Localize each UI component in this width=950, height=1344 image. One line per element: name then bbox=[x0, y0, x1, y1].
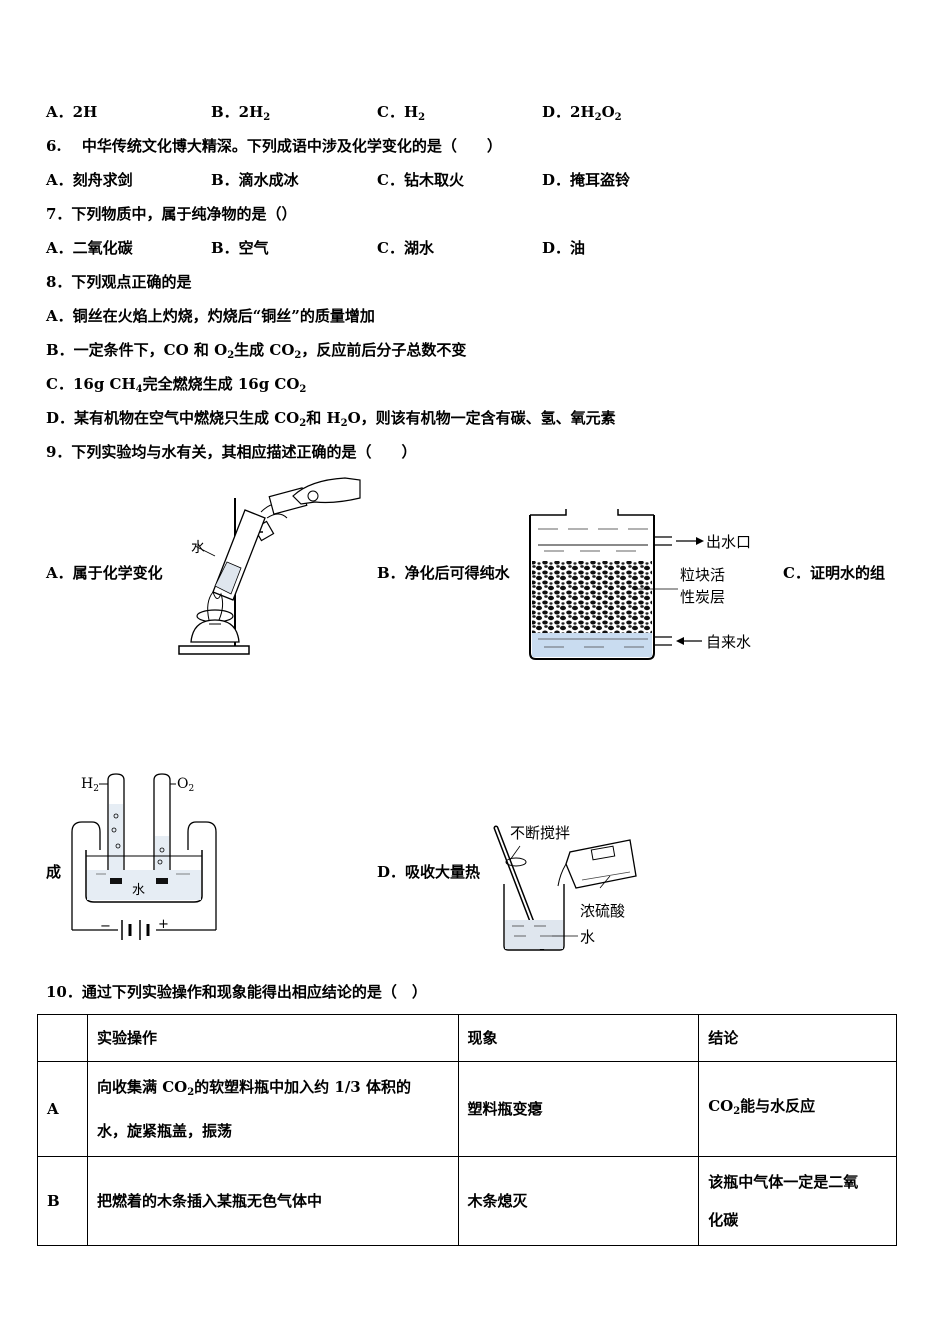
fig-b-outlet-label: 出水口 bbox=[706, 533, 751, 551]
q7-option-b: B．空气 bbox=[211, 239, 269, 257]
fig-c-o2-label: O2 bbox=[177, 776, 194, 794]
q9-option-c: C．证明水的组 bbox=[783, 564, 885, 582]
table-header-row: 实验操作 现象 结论 bbox=[37, 1014, 897, 1062]
q8-option-d: D．某有机物在空气中燃烧只生成 CO2和 H2O，则该有机物一定含有碳、氢、氧元… bbox=[46, 409, 616, 429]
fig-c-minus-label: − bbox=[100, 919, 111, 934]
header-cell-conclusion: 结论 bbox=[698, 1014, 897, 1062]
q5-option-a: A．2H bbox=[46, 103, 98, 121]
q9-option-d: D．吸收大量热 bbox=[377, 863, 481, 881]
row-b-phenomenon: 木条熄灭 bbox=[457, 1156, 700, 1246]
figure-heating-water: 水 bbox=[175, 474, 365, 660]
row-b-conclusion: 该瓶中气体一定是二氧化碳 bbox=[698, 1156, 897, 1246]
table-row-b: B 把燃着的木条插入某瓶无色气体中 木条熄灭 该瓶中气体一定是二氧化碳 bbox=[37, 1156, 897, 1246]
table-row-a: A 向收集满 CO2的软塑料瓶中加入约 1/3 体积的水，旋紧瓶盖，振荡 塑料瓶… bbox=[37, 1061, 897, 1157]
q10-stem: 10．通过下列实验操作和现象能得出相应结论的是（ ） bbox=[46, 983, 427, 1001]
fig-c-h2-label: H2 bbox=[81, 776, 99, 794]
q6-stem: 6. 中华传统文化博大精深。下列成语中涉及化学变化的是（ ） bbox=[46, 137, 502, 155]
fig-a-water-label: 水 bbox=[191, 540, 205, 556]
q8-option-a: A．铜丝在火焰上灼烧，灼烧后“铜丝”的质量增加 bbox=[46, 307, 375, 325]
figure-water-electrolysis: H2 O2 水 − + bbox=[66, 770, 221, 950]
q5-option-b: B．2H2 bbox=[211, 103, 271, 123]
fig-b-inlet-label: 自来水 bbox=[706, 633, 751, 651]
row-a-key: A bbox=[37, 1061, 88, 1157]
q7-stem: 7．下列物质中，属于纯净物的是（） bbox=[46, 205, 297, 223]
q6-option-d: D．掩耳盗铃 bbox=[542, 171, 631, 189]
fig-b-carbon-label-1: 粒块活 bbox=[680, 566, 725, 584]
figure-water-purifier: 出水口 粒块活 性炭层 自来水 bbox=[524, 505, 774, 665]
q8-stem: 8．下列观点正确的是 bbox=[46, 273, 192, 291]
fig-c-plus-label: + bbox=[158, 917, 169, 932]
q9-stem: 9．下列实验均与水有关，其相应描述正确的是（ ） bbox=[46, 443, 417, 461]
row-a-operation: 向收集满 CO2的软塑料瓶中加入约 1/3 体积的水，旋紧瓶盖，振荡 bbox=[86, 1061, 459, 1157]
row-b-key: B bbox=[37, 1156, 88, 1246]
header-cell-phenomenon: 现象 bbox=[457, 1014, 700, 1062]
fig-b-carbon-label-2: 性炭层 bbox=[680, 588, 725, 606]
q7-option-a: A．二氧化碳 bbox=[46, 239, 133, 257]
fig-d-acid-label: 浓硫酸 bbox=[580, 902, 625, 920]
q7-option-d: D．油 bbox=[542, 239, 586, 257]
q6-option-c: C．钻木取火 bbox=[377, 171, 464, 189]
q9-option-b: B．净化后可得纯水 bbox=[377, 564, 510, 582]
q6-option-a: A．刻舟求剑 bbox=[46, 171, 133, 189]
q9-option-c-continued: 成 bbox=[46, 863, 62, 881]
q9-option-a: A．属于化学变化 bbox=[46, 564, 163, 582]
header-cell-operation: 实验操作 bbox=[86, 1014, 459, 1062]
row-b-operation: 把燃着的木条插入某瓶无色气体中 bbox=[86, 1156, 459, 1246]
row-a-phenomenon: 塑料瓶变瘪 bbox=[457, 1061, 700, 1157]
figure-dilute-sulfuric-acid: 不断搅拌 浓硫酸 水 bbox=[490, 822, 650, 954]
q5-option-c: C．H2 bbox=[377, 103, 426, 123]
fig-c-water-label: 水 bbox=[132, 883, 145, 898]
header-cell-blank bbox=[37, 1014, 88, 1062]
q5-option-d: D．2H2O2 bbox=[542, 103, 622, 123]
q8-option-b: B．一定条件下，CO 和 O2生成 CO2，反应前后分子总数不变 bbox=[46, 341, 467, 361]
q10-table: 实验操作 现象 结论 A 向收集满 CO2的软塑料瓶中加入约 1/3 体积的水，… bbox=[37, 1014, 897, 1246]
q6-option-b: B．滴水成冰 bbox=[211, 171, 299, 189]
row-a-conclusion: CO2能与水反应 bbox=[698, 1061, 897, 1157]
q8-option-c: C．16g CH4完全燃烧生成 16g CO2 bbox=[46, 375, 307, 395]
q7-option-c: C．湖水 bbox=[377, 239, 434, 257]
fig-d-stir-label: 不断搅拌 bbox=[510, 824, 570, 842]
fig-d-water-label: 水 bbox=[580, 928, 595, 946]
